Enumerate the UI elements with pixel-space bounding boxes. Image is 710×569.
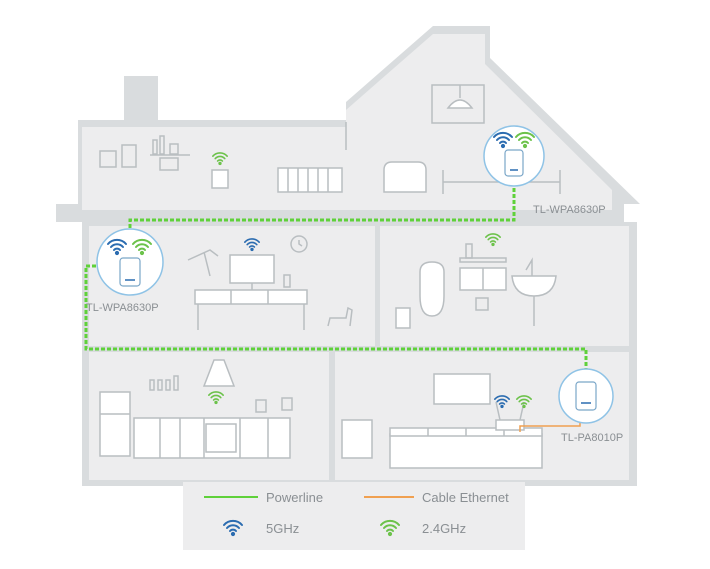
adapter-office[interactable] bbox=[96, 228, 164, 296]
legend-panel bbox=[183, 482, 525, 550]
attic-furniture bbox=[99, 84, 561, 194]
device-label: TL-WPA8630P bbox=[86, 302, 159, 314]
office-furniture bbox=[187, 235, 353, 330]
legend-5ghz: 5GHz bbox=[266, 521, 299, 536]
kitchen-furniture bbox=[99, 359, 293, 459]
device-label: TL-WPA8630P bbox=[533, 204, 606, 216]
attic-room bbox=[82, 34, 612, 210]
bathroom-furniture bbox=[395, 243, 557, 329]
adapter-device-icon bbox=[119, 257, 141, 287]
adapter-living[interactable] bbox=[558, 368, 614, 424]
legend-cable-ethernet: Cable Ethernet bbox=[422, 490, 509, 505]
adapter-attic[interactable] bbox=[483, 125, 545, 187]
adapter-device-icon bbox=[504, 149, 524, 177]
powerline-lower bbox=[84, 264, 588, 378]
adapter-device-icon bbox=[575, 381, 597, 411]
legend-powerline: Powerline bbox=[266, 490, 323, 505]
legend: Powerline Cable Ethernet 5GHz 2.4GHz bbox=[183, 482, 525, 550]
living-furniture bbox=[341, 373, 543, 469]
device-label: TL-PA8010P bbox=[561, 432, 623, 444]
legend-24ghz: 2.4GHz bbox=[422, 521, 466, 536]
